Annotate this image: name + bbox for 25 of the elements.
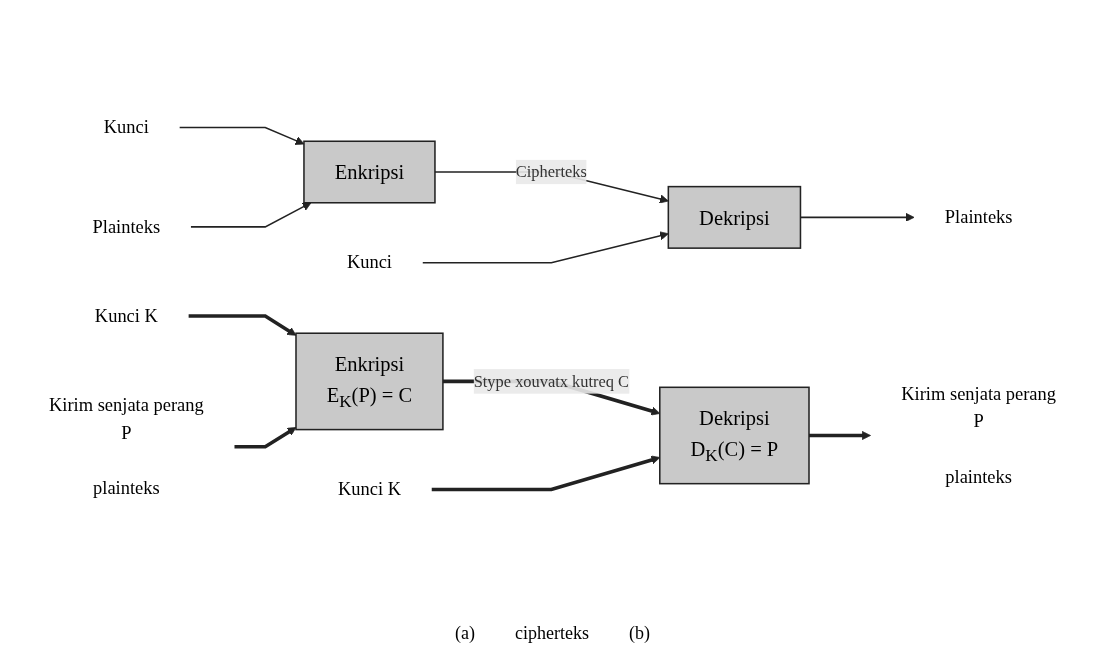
node-text: Kirim senjata perang P xyxy=(48,394,204,443)
edge-label: Cipherteks xyxy=(515,162,587,181)
node-text: Kirim senjata perang P xyxy=(901,383,1057,432)
node-label: plainteks xyxy=(93,477,160,499)
figure-label: cipherteks xyxy=(515,623,589,644)
node-box: Enkripsi xyxy=(303,140,436,204)
node-text: Plainteks xyxy=(944,206,1013,228)
node-text: Kunci K xyxy=(337,478,401,500)
arrow xyxy=(234,427,297,449)
figure-label: (a) xyxy=(455,623,475,644)
node-label: plainteks xyxy=(945,466,1012,487)
node-box: Dekripsi D$_{K}$(C) = P xyxy=(659,386,810,485)
node-box: Enkripsi E$_{K}$(P) = C xyxy=(295,332,444,431)
arrow xyxy=(190,202,312,228)
arrow xyxy=(809,431,871,440)
node-text: Plainteks xyxy=(92,216,161,237)
arrow xyxy=(188,314,297,336)
node-box: Dekripsi xyxy=(667,185,802,249)
node-text: Kunci xyxy=(346,251,393,273)
node-text: Kunci xyxy=(103,116,149,138)
edge-label: Stype xouvatx kutreq C xyxy=(473,372,630,390)
figure-label: (b) xyxy=(628,623,650,644)
arrow xyxy=(422,231,669,264)
node-text: Kunci K xyxy=(94,305,158,326)
arrow xyxy=(178,126,305,145)
